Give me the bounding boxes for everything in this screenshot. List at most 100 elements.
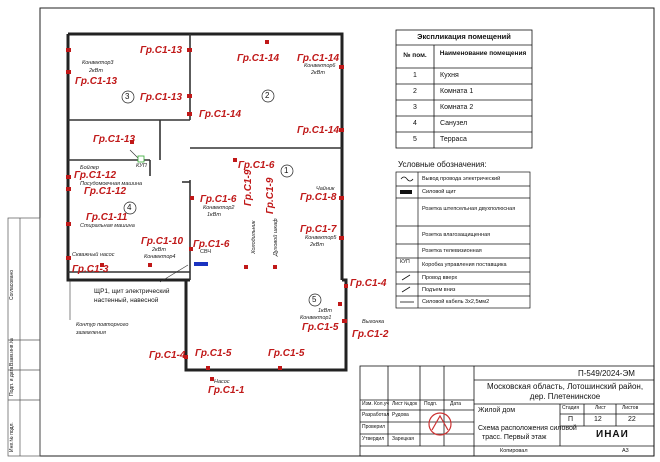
circuit-label: Гр.С1-14	[297, 53, 340, 64]
stamp-col: Подп.	[424, 401, 438, 407]
power-panel-symbol	[194, 262, 208, 266]
circuit-label: Гр.С1-8	[300, 192, 337, 203]
equipment-note: Духовой шкаф	[273, 218, 279, 256]
circuit-label: Гр.С1-4	[149, 350, 186, 361]
circuit-label: Гр.С1-9	[243, 169, 254, 206]
circuit-label: Гр.С1-11	[86, 212, 128, 223]
equipment-note: 2кВт	[311, 70, 325, 76]
room-number-2: 2	[265, 91, 270, 100]
legend-item: Розетка влагозащищенная	[422, 232, 491, 238]
legend-item: Розетка телевизионная	[422, 248, 482, 254]
legend-item: Провод вверх	[422, 275, 458, 281]
circuit-label: Гр.С1-12	[84, 186, 127, 197]
room-number-4: 4	[127, 203, 132, 212]
equipment-note: Скважный насос	[72, 252, 115, 258]
drawing-code: П-549/2024-ЭМ	[578, 369, 635, 378]
explication-row-name: Санузел	[440, 120, 468, 127]
circuit-label: Гр.С1-6	[193, 239, 230, 250]
side-stamp-text: Инв.№ подл.	[9, 422, 15, 452]
explication-row-no: 3	[413, 104, 417, 111]
side-stamp-frame	[7, 217, 41, 457]
equipment-note: Насос	[214, 379, 230, 385]
circuit-label: Гр.С1-14	[297, 125, 340, 136]
circuit-label: Гр.С1-4	[350, 278, 387, 289]
sheets-value: 22	[628, 416, 636, 423]
checker-label: Проверил	[362, 424, 386, 430]
circuit-label: Гр.С1-14	[237, 53, 280, 64]
stamp-col: Кол.уч	[374, 401, 389, 407]
circuit-label: Гр.С1-5	[268, 348, 305, 359]
legend-item: Розетка штепсельная двухполюсная	[422, 206, 516, 212]
explication-row-no: 4	[413, 120, 417, 127]
circuit-label: Гр.С1-10	[141, 236, 184, 247]
explication-row-name: Кухня	[440, 72, 459, 79]
sheet-value: 12	[594, 416, 602, 423]
developer-name: Рудова	[392, 412, 409, 418]
circuit-label: Гр.С1-1	[208, 385, 245, 396]
explication-col-name: Наименование помещения	[439, 50, 527, 57]
legend-symbol-kup: КУП	[400, 259, 410, 265]
stamp-col: Изм.	[362, 401, 373, 407]
equipment-note: Бойлер	[80, 165, 99, 171]
equipment-note: Конвектор4	[144, 254, 176, 260]
stamp-col: Лист	[392, 401, 403, 407]
circuit-label: Гр.С1-13	[75, 76, 118, 87]
explication-row-no: 5	[413, 136, 417, 143]
circuit-label: Гр.С1-6	[200, 194, 237, 205]
stage-header: Стадия	[562, 405, 580, 411]
equipment-note: 2кВт	[152, 247, 166, 253]
equipment-note: 2кВт	[310, 242, 324, 248]
stage-value: П	[568, 416, 574, 423]
equipment-note: 1кВт	[318, 308, 332, 314]
circuit-label: Гр.С1-2	[352, 329, 389, 340]
circuit-label: Гр.С1-6	[238, 160, 275, 171]
circuit-label: Гр.С1-5	[195, 348, 232, 359]
equipment-note: Чайник	[316, 186, 335, 192]
developer-label: Разработал	[362, 412, 390, 418]
approver-label: Утвердил	[362, 436, 385, 442]
room-number-1: 1	[284, 166, 289, 175]
equipment-note: Конвектор1	[300, 315, 332, 321]
panel-note: настенный, навесной	[94, 297, 159, 304]
circuit-label: Гр.С1-7	[300, 224, 337, 235]
circuit-label: Гр.С1-13	[140, 92, 183, 103]
legend-item: Силовой щит	[422, 189, 457, 195]
circuit-label: Гр.С1-5	[302, 322, 339, 333]
ground-note: Контур повторного	[76, 322, 129, 328]
legend-item: Подъем вниз	[422, 287, 456, 293]
sheet-title-2: трасс. Первый этаж	[482, 434, 547, 441]
legend-item: Силовой кабель 3х2,5мм2	[422, 299, 490, 305]
circuit-label: Гр.С1-14	[199, 109, 242, 120]
side-stamp-text: Согласовано	[9, 269, 15, 300]
room-number-5: 5	[312, 295, 317, 304]
stamp-col: №док	[404, 401, 418, 407]
circuit-label: Гр.С1-3	[72, 264, 109, 275]
room-number-3: 3	[125, 92, 130, 101]
equipment-note: Конвектор2	[203, 205, 235, 211]
logo-mark	[428, 412, 452, 436]
legend-item: Коробка управления поставщика	[422, 262, 507, 268]
circuit-label: Гр.С1-13	[93, 134, 136, 145]
circuit-label: Гр.С1-9	[265, 177, 276, 214]
legend-item: Вывод провода электрический	[422, 176, 501, 182]
sheet-header: Лист	[595, 405, 606, 411]
equipment-note: Посудомоечная машина	[80, 181, 143, 187]
equipment-note: Конвектор3	[82, 60, 114, 66]
equipment-note: Холодильник	[251, 220, 257, 254]
equipment-note: КУП	[136, 163, 147, 169]
address-line-1: Московская область, Лотошинский район,	[486, 382, 644, 391]
equipment-note: Конвектор5	[305, 235, 337, 241]
equipment-note: 1кВт	[207, 212, 221, 218]
equipment-note: Стиральная машина	[80, 223, 135, 229]
explication-row-no: 2	[413, 88, 417, 95]
sheets-header: Листов	[622, 405, 639, 411]
circuit-label: Гр.С1-13	[140, 45, 183, 56]
equipment-note: Выгонка	[362, 319, 385, 325]
stamp-col: Дата	[450, 401, 462, 407]
explication-title: Экспликация помещений	[417, 32, 511, 41]
equipment-note: Конвектор6	[304, 63, 336, 69]
explication-row-name: Комната 1	[440, 88, 474, 95]
format-label: А3	[622, 448, 629, 454]
address-line-2: дер. Плетенинское	[529, 392, 601, 401]
